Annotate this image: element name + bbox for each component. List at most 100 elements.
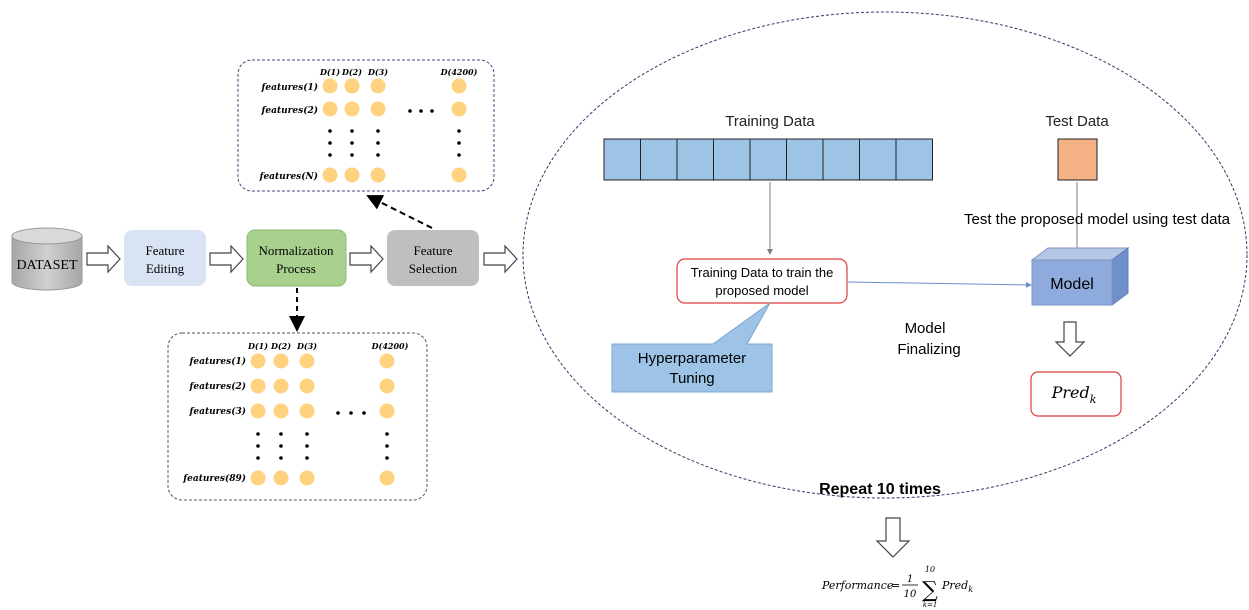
feature-selection-label: Feature: [414, 243, 453, 258]
feature-value-dot: [379, 470, 395, 486]
training-data-cell: [676, 138, 714, 181]
feature-editing-box: Feature Editing: [124, 230, 206, 286]
arrow-down-icon: [875, 517, 911, 558]
ellipsis-dot: [328, 129, 332, 133]
row-label: features(89): [182, 473, 246, 484]
feature-value-dot: [451, 101, 467, 117]
ellipsis-dot: [349, 411, 353, 415]
formula-fraction-numerator: 1: [907, 574, 913, 585]
ellipsis-dot: [430, 109, 434, 113]
training-data-cell: [713, 138, 751, 181]
training-data-cell: [749, 138, 787, 181]
training-data-array: [603, 138, 933, 181]
feature-editing-label: Editing: [146, 261, 185, 276]
column-header: D(2): [341, 67, 362, 77]
feature-value-dot: [322, 78, 338, 94]
feature-value-dot: [451, 167, 467, 183]
training-data-cell: [822, 138, 860, 181]
feature-value-dot: [299, 378, 315, 394]
feature-value-dot: [370, 78, 386, 94]
column-header: D(4200): [440, 67, 478, 77]
ellipsis-dot: [362, 411, 366, 415]
row-label: features(1): [261, 82, 318, 93]
feature-value-dot: [379, 403, 395, 419]
ellipsis-dot: [457, 129, 461, 133]
ellipsis-dot: [305, 456, 309, 460]
formula-term-subscript: k: [968, 585, 973, 594]
normalization-label: Normalization: [258, 243, 334, 258]
normalization-box: Normalization Process: [246, 229, 347, 287]
formula-equals: =: [891, 579, 900, 592]
ellipsis-dot: [350, 129, 354, 133]
ellipsis-dot: [328, 153, 332, 157]
model-finalizing-label: Finalizing: [897, 341, 960, 358]
feature-value-dot: [379, 378, 395, 394]
sum-symbol: ∑: [922, 578, 938, 603]
feature-selection-label: Selection: [409, 261, 458, 276]
prediction-box: Predk: [1030, 371, 1122, 417]
column-header: D(3): [367, 67, 388, 77]
formula-term-text: Pred: [941, 579, 968, 592]
test-data-title: Test Data: [1045, 113, 1109, 130]
ellipsis-dot: [376, 153, 380, 157]
feature-value-dot: [250, 470, 266, 486]
train-model-box: Training Data to train the proposed mode…: [676, 258, 848, 304]
train-box-label: Training Data to train the: [691, 265, 834, 280]
training-data-cell: [603, 138, 641, 181]
feature-value-dot: [299, 353, 315, 369]
row-label: features(2): [261, 105, 318, 116]
column-header: D(3): [296, 341, 317, 351]
row-label: features(2): [189, 381, 246, 392]
arrow-right-icon: [209, 244, 244, 274]
arrow-down-icon: [1054, 321, 1086, 357]
feature-value-dot: [322, 101, 338, 117]
feature-value-dot: [273, 470, 289, 486]
ellipsis-dot: [328, 141, 332, 145]
feature-value-dot: [370, 167, 386, 183]
prediction-label: Predk: [1051, 383, 1097, 406]
feature-value-dot: [250, 353, 266, 369]
feature-value-dot: [344, 78, 360, 94]
sum-upper-limit: 10: [925, 565, 935, 574]
repeat-loop-ellipse: [522, 11, 1248, 499]
ellipsis-dot: [279, 456, 283, 460]
ellipsis-dot: [385, 432, 389, 436]
ellipsis-dot: [350, 153, 354, 157]
ellipsis-dot: [385, 456, 389, 460]
dataset-label: DATASET: [16, 258, 78, 273]
arrow-right-icon: [349, 244, 384, 274]
feature-value-dot: [451, 78, 467, 94]
feature-value-dot: [344, 101, 360, 117]
train-box-label: proposed model: [715, 283, 808, 298]
test-data-cell: [1057, 138, 1098, 181]
prediction-subscript: k: [1090, 393, 1097, 406]
sum-lower-limit: k=1: [923, 601, 938, 609]
formula-term: Predk: [941, 579, 973, 594]
selected-features-matrix: D(1) D(2) D(3) D(4200) features(1) featu…: [237, 59, 495, 192]
training-data-cell: [786, 138, 824, 181]
row-label: features(3): [189, 406, 246, 417]
feature-value-dot: [273, 378, 289, 394]
ellipsis-dot: [256, 432, 260, 436]
ellipsis-dot: [279, 432, 283, 436]
top-matrix-dots: [322, 78, 467, 183]
training-data-title: Training Data: [725, 113, 815, 130]
formula-lhs: Performance: [821, 579, 894, 592]
bottom-matrix-dots: [250, 353, 395, 486]
feature-value-dot: [299, 403, 315, 419]
model-label: Model: [1050, 276, 1094, 293]
ellipsis-dot: [336, 411, 340, 415]
ellipsis-dot: [279, 444, 283, 448]
ellipsis-dot: [408, 109, 412, 113]
dataset-cylinder: DATASET: [11, 227, 83, 291]
ellipsis-dot: [350, 141, 354, 145]
feature-value-dot: [344, 167, 360, 183]
ellipsis-dot: [419, 109, 423, 113]
arrow-right-icon: [86, 244, 121, 274]
feature-value-dot: [273, 353, 289, 369]
formula-fraction-denominator: 10: [904, 589, 917, 600]
ellipsis-dot: [376, 141, 380, 145]
hyperparameter-callout: Hyperparameter Tuning: [611, 302, 773, 393]
feature-value-dot: [299, 470, 315, 486]
